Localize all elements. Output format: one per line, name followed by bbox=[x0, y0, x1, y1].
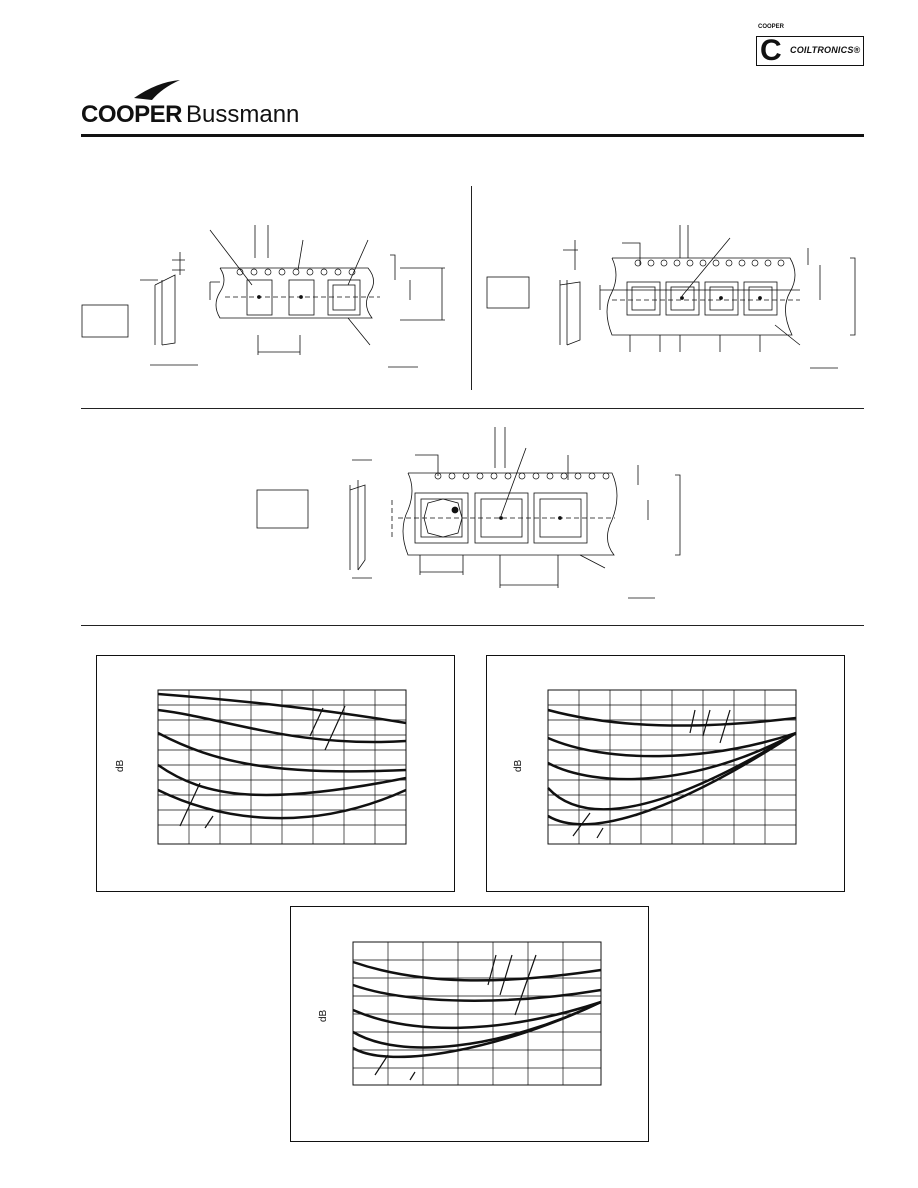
chart-2-ylabel: dB bbox=[513, 759, 524, 772]
chart-3-grid bbox=[352, 941, 602, 1086]
logo-small-text: COOPER bbox=[758, 24, 785, 30]
chart-2-curves bbox=[547, 708, 797, 826]
chart-1-annotations bbox=[179, 705, 346, 829]
chart-2-annotations bbox=[572, 709, 731, 839]
chart-frame-1 bbox=[96, 655, 455, 892]
tape-reel-drawings bbox=[81, 225, 856, 599]
chart-3-ylabel: dB bbox=[318, 1009, 329, 1022]
chart-2-plot bbox=[547, 689, 797, 845]
brand-swoosh-icon bbox=[134, 80, 180, 100]
chart-1-plot bbox=[157, 689, 407, 845]
chart-1-ylabel: dB bbox=[115, 759, 126, 772]
chart-3-curves bbox=[352, 960, 602, 1059]
header-rule bbox=[81, 134, 864, 137]
brand-primary: COOPER bbox=[81, 101, 183, 128]
section-divider-2 bbox=[81, 625, 864, 626]
coiltronics-logo bbox=[756, 36, 864, 66]
chart-1-curves bbox=[157, 692, 407, 820]
brand-secondary: Bussmann bbox=[186, 101, 300, 128]
chart-3-plot bbox=[352, 941, 602, 1086]
chart-1-grid bbox=[157, 689, 407, 845]
tape-drawing-a bbox=[81, 225, 445, 368]
logo-text: COILTRONICS® bbox=[790, 45, 861, 55]
tape-drawing-b bbox=[486, 225, 856, 369]
section-divider-1 bbox=[81, 408, 864, 409]
chart-frame-2 bbox=[486, 655, 845, 892]
chart-frame-3 bbox=[290, 906, 649, 1142]
logo-c-icon: C bbox=[760, 34, 782, 67]
chart-2-grid bbox=[547, 689, 797, 845]
chart-3-annotations bbox=[374, 954, 537, 1081]
section-divider-vertical bbox=[471, 186, 472, 390]
tape-drawing-c bbox=[256, 427, 681, 599]
